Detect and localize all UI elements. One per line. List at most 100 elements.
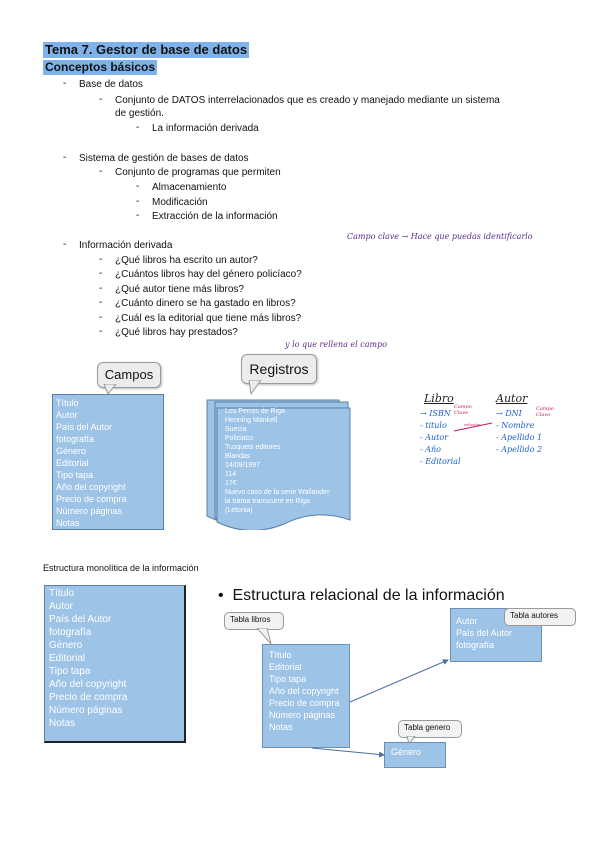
campos-label: Campos [104, 367, 154, 382]
outline-item: Modificación [152, 197, 208, 208]
tabla-autores-callout-front: Tabla autores [504, 608, 576, 626]
relacional-heading: • Estructura relacional de la informació… [218, 586, 505, 606]
monolitica-field: Precio de compra [49, 692, 128, 703]
campos-field: País del Autor [56, 422, 113, 432]
outline-item: Información derivada [79, 240, 173, 251]
monolitica-field: Año del copyright [49, 679, 127, 690]
outline-item: La información derivada [152, 123, 259, 134]
bullet-dash: - [136, 122, 140, 133]
handwritten-note-rellena: y lo que rellena el campo [285, 340, 388, 349]
campos-field: Número páginas [56, 506, 123, 516]
monolitica-field: fotografía [49, 627, 92, 638]
outline-item: Almacenamiento [152, 182, 227, 193]
autor-field: - Nombre [496, 421, 535, 430]
outline-item: ¿Cuál es la editorial que tiene más libr… [115, 313, 302, 324]
page-subtitle: Conceptos básicos [43, 60, 158, 75]
monolitica-field: Tipo tapa [49, 666, 91, 677]
campo-clave-autor: Campo Clave [536, 406, 554, 418]
monolitica-box: Título Autor País del Autor fotografía G… [44, 585, 186, 743]
outline-item: ¿Qué libros hay prestados? [115, 327, 238, 338]
outline-item: ¿Cuánto dinero se ha gastado en libros? [115, 298, 296, 309]
monolitica-field: Autor [49, 601, 73, 612]
registro-value: Policiaco [225, 435, 254, 442]
tabla-libros-field: Año del copyright [269, 686, 339, 696]
bullet-dash: - [99, 268, 103, 279]
campos-callout: Campos [97, 362, 161, 388]
outline-item: Conjunto de programas que permiten [115, 167, 281, 178]
libro-field: - Autor [420, 433, 449, 442]
handwritten-schema: Libro Autor → ISBN - titulo - Autor - Añ… [418, 392, 588, 482]
tabla-libros-field: Tipo tapa [269, 674, 307, 684]
registro-value: (Letonia) [225, 507, 253, 514]
outline-item: ¿Qué autor tiene más libros? [115, 284, 244, 295]
tabla-libros-pointer [256, 628, 272, 645]
registro-value: Henning Mankell [225, 417, 278, 424]
registro-value: la trama transcurre en Riga [225, 498, 310, 505]
tabla-genero-callout: Tabla genero [398, 720, 462, 738]
bullet-dash: - [99, 326, 103, 337]
campo-clave-libro: Campo Clave [454, 404, 472, 416]
registro-value: Suecia [225, 426, 247, 433]
autor-heading: Autor [496, 392, 528, 405]
autor-field: - Apellido 1 [496, 433, 543, 442]
bullet-dash: - [136, 196, 140, 207]
libro-field: → ISBN [420, 409, 451, 418]
campos-field: fotografía [56, 434, 95, 444]
registro-value: Nuevo caso de la serie Wallander [225, 489, 330, 496]
libro-fields: → ISBN - titulo - Autor - Año - Editoria… [420, 408, 461, 468]
tabla-autores-label: Tabla autores [510, 611, 559, 620]
tabla-libros-field: Notas [269, 722, 293, 732]
monolitica-field: Editorial [49, 653, 86, 664]
bullet-dash: - [136, 210, 140, 221]
tabla-libros-field: Precio de compra [269, 698, 340, 708]
campos-field: Año del copyright [56, 482, 126, 492]
bullet-dash: - [99, 94, 103, 105]
outline-item: Extracción de la información [152, 211, 278, 222]
outline-item: de gestión. [115, 108, 164, 119]
registros-callout-pointer [248, 380, 262, 396]
campos-field: Autor [56, 410, 78, 420]
libro-field: - titulo [420, 421, 447, 430]
tabla-genero-field: Género [391, 747, 422, 757]
bullet-dash: - [99, 283, 103, 294]
tabla-genero-box: Género [384, 742, 446, 768]
libro-field: - Editorial [420, 457, 461, 466]
relacion-note: relación [464, 422, 481, 427]
registros-callout: Registros [241, 354, 317, 384]
tabla-autores-field: País del Autor [456, 628, 513, 638]
autor-field: - Apellido 2 [496, 445, 543, 454]
monolitica-label: Estructura monolítica de la información [43, 563, 199, 573]
tabla-libros-callout: Tabla libros [224, 612, 284, 630]
handwritten-note-campo-clave: Campo clave → Hace que puedas identifica… [347, 232, 533, 241]
relation-arrow [453, 422, 493, 432]
libro-heading: Libro [424, 392, 454, 405]
campos-field: Notas [56, 518, 80, 528]
outline-item: Conjunto de DATOS interrelacionados que … [115, 95, 500, 106]
tabla-libros-label: Tabla libros [230, 615, 271, 624]
autor-fields: → DNI - Nombre - Apellido 1 - Apellido 2 [496, 408, 542, 456]
bullet-dash: - [99, 297, 103, 308]
campos-field: Editorial [56, 458, 89, 468]
tabla-autores-field: Autor [456, 616, 478, 626]
campos-field: Título [56, 398, 79, 408]
campos-field: Género [56, 446, 87, 456]
tabla-libros-field: Título [269, 650, 292, 660]
bullet-dash: - [99, 254, 103, 265]
registro-value: Los Perros de Riga [225, 408, 285, 415]
arrow-libros-genero [311, 747, 385, 758]
outline-item: Base de datos [79, 79, 143, 90]
bullet-dash: - [63, 239, 67, 250]
registro-values: Los Perros de Riga Henning Mankell Sueci… [225, 407, 345, 515]
registro-value: 17€ [225, 480, 237, 487]
bullet-dash: - [99, 312, 103, 323]
monolitica-field: Número páginas [49, 705, 123, 716]
registros-label: Registros [249, 361, 309, 377]
arrow-libros-autores [349, 659, 449, 703]
tabla-libros-box: Título Editorial Tipo tapa Año del copyr… [262, 644, 350, 748]
registro-value: 114 [225, 471, 237, 478]
outline-item: ¿Cuántos libros hay del género policíaco… [115, 269, 302, 280]
registro-value: Blandas [225, 453, 251, 460]
campos-callout-pointer [103, 384, 117, 395]
outline-item: Sistema de gestión de bases de datos [79, 153, 249, 164]
